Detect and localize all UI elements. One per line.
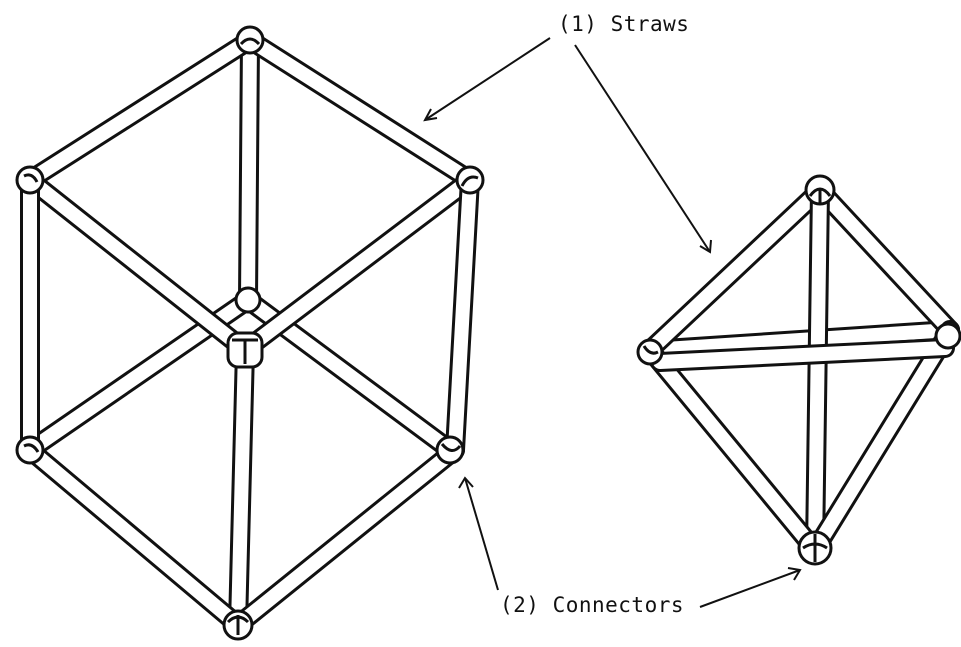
connectors-pointers — [458, 476, 802, 608]
octahedron-back-edges — [640, 320, 960, 360]
connectors-label: (2) Connectors — [500, 593, 685, 617]
connector-joint — [234, 286, 262, 314]
cube-model — [15, 25, 485, 641]
straws-label: (1) Straws — [558, 12, 690, 36]
octahedron-front-edges — [640, 180, 960, 560]
octahedron-model — [636, 174, 961, 566]
connector-joint — [934, 322, 961, 350]
connector-joint — [455, 165, 485, 195]
octahedron-connectors — [636, 174, 961, 566]
connector-joint — [15, 435, 45, 465]
cube-connectors — [15, 25, 485, 641]
cube-front-edges — [20, 30, 480, 635]
connector-joint — [15, 165, 45, 195]
straws-pointers — [423, 37, 712, 254]
